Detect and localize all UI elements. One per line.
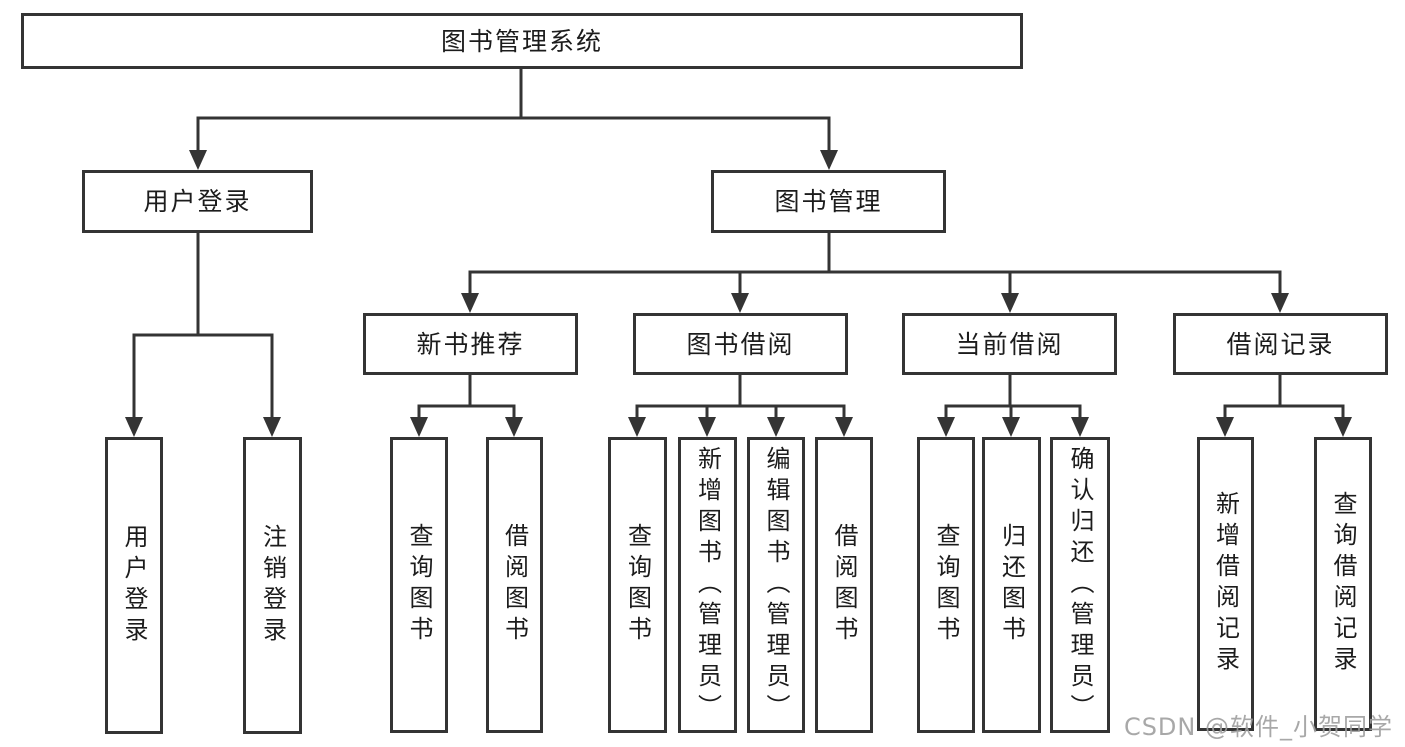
- leaf-label: 确认归还（管理员）: [1066, 445, 1094, 725]
- node-label: 图书管理系统: [440, 26, 603, 56]
- node-label: 图书借阅: [686, 329, 795, 359]
- leaf-label: 借阅图书: [830, 523, 858, 647]
- leaf-label: 查询图书: [623, 523, 652, 647]
- node-label: 当前借阅: [955, 329, 1064, 359]
- node-label: 新书推荐: [416, 329, 525, 359]
- leaf-borrowing-borrow-books: 借阅图书: [815, 437, 873, 733]
- leaf-label: 新增借阅记录: [1211, 491, 1240, 677]
- node-current-borrowing: 当前借阅: [902, 313, 1117, 375]
- node-label: 借阅记录: [1226, 329, 1335, 359]
- node-label: 用户登录: [143, 187, 252, 216]
- leaf-label: 新增图书（管理员）: [693, 445, 722, 725]
- leaf-logout-login: 注销登录: [243, 437, 302, 734]
- leaf-records-query-record: 查询借阅记录: [1314, 437, 1372, 731]
- leaf-current-return-books: 归还图书: [982, 437, 1041, 733]
- leaf-label: 编辑图书（管理员）: [762, 445, 790, 725]
- leaf-borrowing-query-books: 查询图书: [608, 437, 667, 733]
- leaf-user-login: 用户登录: [105, 437, 163, 734]
- node-user-login: 用户登录: [82, 170, 313, 233]
- leaf-borrowing-edit-books-admin: 编辑图书（管理员）: [747, 437, 805, 733]
- leaf-label: 用户登录: [120, 523, 148, 648]
- leaf-label: 查询图书: [932, 523, 960, 647]
- leaf-label: 查询借阅记录: [1329, 491, 1357, 677]
- node-book-borrowing: 图书借阅: [633, 313, 848, 375]
- leaf-borrowing-add-books-admin: 新增图书（管理员）: [678, 437, 737, 733]
- watermark-text: CSDN @软件_小贺同学: [1123, 713, 1393, 741]
- leaf-recommend-query-books: 查询图书: [390, 437, 448, 733]
- leaf-label: 注销登录: [258, 523, 287, 648]
- leaf-label: 借阅图书: [500, 523, 529, 647]
- leaf-current-query-books: 查询图书: [917, 437, 975, 733]
- node-label: 图书管理: [774, 187, 883, 216]
- leaf-records-add-record: 新增借阅记录: [1197, 437, 1254, 731]
- node-book-management: 图书管理: [711, 170, 946, 233]
- leaf-current-confirm-return-admin: 确认归还（管理员）: [1050, 437, 1110, 733]
- node-library-system: 图书管理系统: [21, 13, 1023, 69]
- leaf-recommend-borrow-books: 借阅图书: [486, 437, 543, 733]
- leaf-label: 归还图书: [997, 523, 1026, 647]
- node-new-book-recommend: 新书推荐: [363, 313, 578, 375]
- leaf-label: 查询图书: [405, 523, 433, 647]
- node-borrowing-records: 借阅记录: [1173, 313, 1388, 375]
